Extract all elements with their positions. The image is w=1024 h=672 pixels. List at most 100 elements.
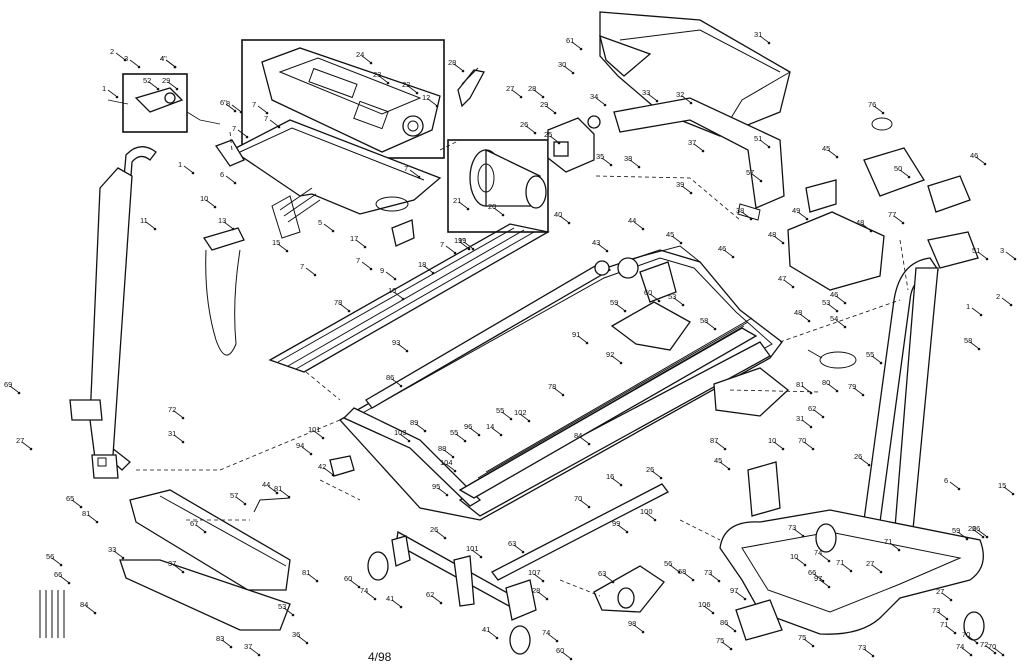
callout-point: [869, 229, 873, 233]
callout-leader: [9, 385, 19, 393]
callout-leader: [795, 557, 805, 565]
callout-point: [691, 578, 695, 582]
part-number-callout: 65: [66, 494, 74, 503]
callout-leader: [597, 243, 607, 251]
part-number-callout: 19: [458, 236, 466, 245]
callout-leader: [751, 173, 761, 181]
callout-leader: [427, 98, 437, 106]
part-number-callout: 74: [542, 628, 550, 637]
callout-point: [521, 550, 525, 554]
controller-board: [787, 117, 971, 291]
callout-point: [975, 641, 979, 645]
part-number-callout: 100: [640, 507, 653, 516]
console-base: [214, 119, 442, 247]
callout-leader: [725, 623, 735, 631]
part-number-callout: 70: [988, 642, 996, 651]
part-number-callout: 72: [980, 640, 988, 649]
callout-leader: [801, 419, 811, 427]
part-number-callout: 52: [143, 76, 151, 85]
callout-leader: [533, 89, 543, 97]
part-number-callout: 53: [668, 292, 676, 301]
callout-leader: [463, 241, 473, 249]
callout-leader: [813, 573, 823, 581]
callout-leader: [681, 95, 691, 103]
callout-point: [93, 611, 97, 615]
callout-leader: [649, 293, 659, 301]
callout-point: [827, 585, 831, 589]
callout-point: [729, 647, 733, 651]
part-number-callout: 92: [606, 350, 614, 359]
part-number-callout: 37: [244, 642, 252, 651]
callout-point: [121, 556, 125, 560]
callout-point: [305, 641, 309, 645]
part-number-callout: 45: [714, 456, 722, 465]
callout-point: [723, 447, 727, 451]
part-number-callout: 28: [528, 84, 536, 93]
callout-leader: [459, 241, 469, 249]
callout-leader: [803, 638, 813, 646]
callout-point: [641, 630, 645, 634]
part-number-callout: 53: [822, 298, 830, 307]
callout-point: [881, 111, 885, 115]
callout-leader: [835, 295, 845, 303]
callout-point: [553, 111, 557, 115]
motor-mount: [547, 115, 601, 173]
callout-leader: [889, 542, 899, 550]
part-number-callout: 48: [856, 218, 864, 227]
part-number-callout: 80: [822, 378, 830, 387]
callout-point: [231, 227, 235, 231]
callout-point: [471, 247, 475, 251]
part-number-callout: 104: [440, 458, 453, 467]
callout-leader: [827, 383, 837, 391]
part-number-callout: 25: [544, 130, 552, 139]
callout-point: [541, 95, 545, 99]
part-number-callout: 40: [554, 210, 562, 219]
part-number-callout: 4": [160, 54, 167, 63]
callout-point: [733, 629, 737, 633]
callout-point: [439, 601, 443, 605]
callout-leader: [871, 564, 881, 572]
callout-point: [871, 654, 875, 658]
callout-leader: [397, 343, 407, 351]
lift-frame: [367, 530, 537, 655]
callout-point: [479, 555, 483, 559]
part-number-callout: 43: [592, 238, 600, 247]
callout-leader: [561, 651, 571, 659]
callout-leader: [759, 35, 769, 43]
callout-point: [245, 135, 249, 139]
callout-leader: [391, 599, 401, 607]
callout-leader: [977, 529, 987, 537]
part-number-callout: 46: [718, 244, 726, 253]
callout-point: [287, 495, 291, 499]
callout-point: [181, 440, 185, 444]
callout-point: [453, 251, 457, 255]
callout-leader: [407, 85, 417, 93]
callout-point: [609, 163, 613, 167]
callout-leader: [549, 135, 559, 143]
callout-leader: [355, 239, 365, 247]
part-number-callout: 26: [646, 465, 654, 474]
part-number-callout: 15: [998, 481, 1006, 490]
part-number-callout: 18: [418, 260, 426, 269]
callout-point: [807, 319, 811, 323]
callout-leader: [297, 635, 307, 643]
part-number-callout: 6: [944, 476, 948, 485]
callout-leader: [107, 89, 117, 97]
walking-belt-left: [268, 223, 550, 373]
part-number-callout: 77: [888, 210, 896, 219]
callout-leader: [415, 423, 425, 431]
callout-leader: [221, 639, 231, 647]
rear-roller: [365, 260, 612, 409]
callout-point: [466, 207, 470, 211]
part-number-callout: 101: [308, 425, 321, 434]
callout-point: [417, 175, 421, 179]
callout-leader: [301, 446, 311, 454]
callout-point: [445, 493, 449, 497]
callout-leader: [579, 436, 589, 444]
callout-leader: [491, 427, 501, 435]
callout-point: [655, 99, 659, 103]
part-number-callout: 57: [746, 168, 754, 177]
callout-leader: [741, 211, 751, 219]
left-upright-tube: [69, 146, 157, 479]
right-upright-tube: [863, 231, 979, 541]
